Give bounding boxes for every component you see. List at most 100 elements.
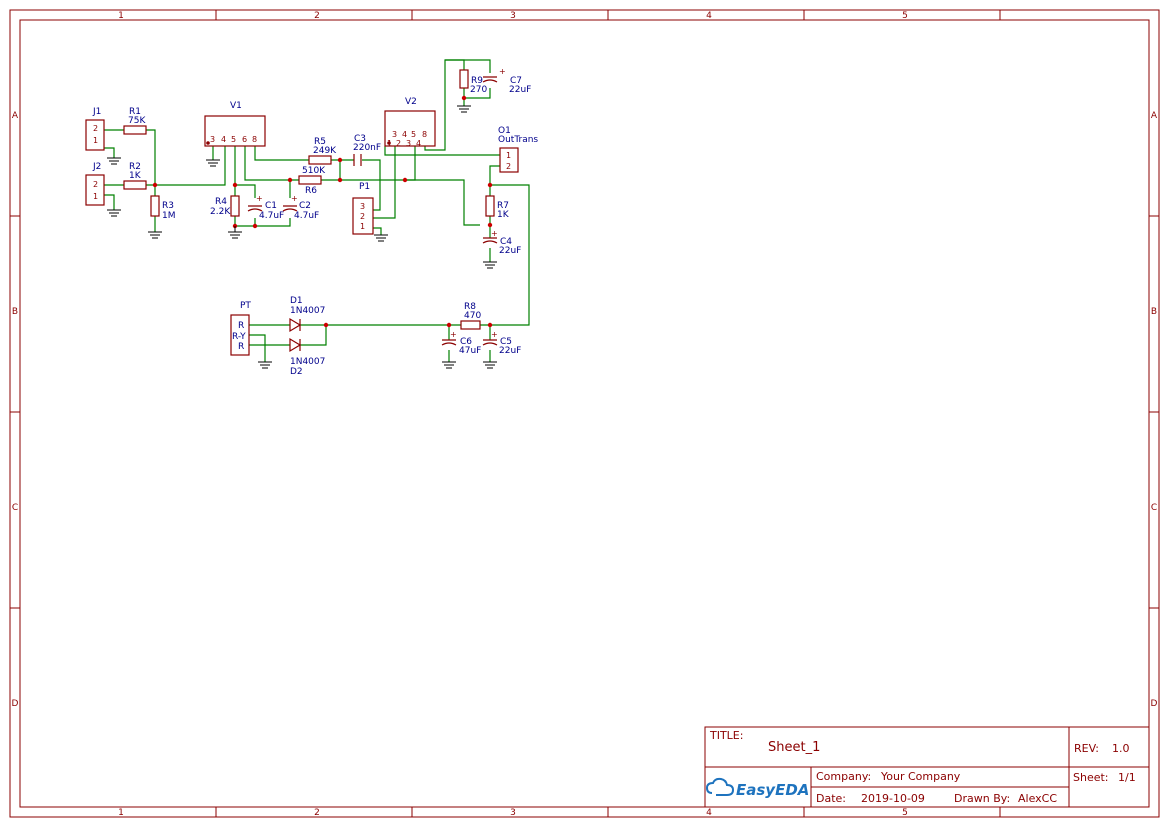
r6-value: 510K [302, 166, 326, 176]
o1-pin: 2 [506, 162, 511, 171]
j2-pin: 1 [93, 192, 98, 201]
r2-ref: R2 [129, 162, 141, 172]
c3-value: 220nF [353, 143, 381, 153]
capacitor-c1[interactable]: + C1 4.7uF [247, 194, 284, 221]
capacitor-c2[interactable]: + C2 4.7uF [282, 194, 319, 221]
cloud-icon [705, 777, 735, 796]
c6-value: 47uF [459, 346, 481, 356]
c1-polarity: + [256, 194, 263, 203]
resistor-r9[interactable]: R9 270 [459, 69, 487, 95]
c7-value: 22uF [509, 85, 531, 95]
junction-dot [152, 182, 158, 188]
p1-pin: 3 [360, 202, 365, 211]
resistor-r8[interactable]: R8 470 [460, 302, 481, 330]
capacitor-c7[interactable]: + C7 22uF [482, 67, 531, 95]
resistor-r7[interactable]: R7 1K [485, 195, 510, 220]
v2-pin: 2 [396, 139, 401, 148]
title-label: TITLE: [709, 729, 743, 742]
r9-ref: R9 [471, 76, 483, 86]
j1-ref: J1 [92, 107, 101, 117]
zone-col-2-top: 2 [314, 11, 320, 21]
pt-ref: PT [240, 301, 251, 311]
r8-ref: R8 [464, 302, 476, 312]
c4-value: 22uF [499, 246, 521, 256]
ground-icon [483, 261, 497, 269]
socket-v2[interactable]: V2 1 3 4 5 8 2 3 4 [384, 97, 436, 148]
p1-pin: 1 [360, 222, 365, 231]
junction-dot [461, 95, 467, 101]
c5-ref: C5 [500, 337, 512, 347]
pt-pin: R-Y [232, 332, 246, 342]
c7-ref: C7 [510, 76, 522, 86]
zone-col-1-bottom: 1 [118, 808, 124, 818]
zone-row-b-left: B [12, 307, 18, 317]
zone-col-4-bottom: 4 [706, 808, 712, 818]
pt-pin: R [238, 342, 244, 352]
company-label: Company: [816, 770, 871, 783]
zone-labels: 1 2 3 4 5 1 2 3 4 5 A B C D A B C D [12, 11, 1158, 818]
r7-value: 1K [497, 210, 510, 220]
v1-pin: 4 [221, 135, 226, 144]
zone-col-1-top: 1 [118, 11, 124, 21]
r3-ref: R3 [162, 201, 174, 211]
connector-pt[interactable]: PT R R-Y R [230, 301, 251, 356]
diode-d1[interactable]: D1 1N4007 [289, 296, 325, 333]
d1-ref: D1 [290, 296, 303, 306]
resistor-r6[interactable]: 510K R6 [298, 166, 326, 196]
r8-value: 470 [464, 311, 481, 321]
resistor-r5[interactable]: R5 249K [308, 137, 337, 165]
junction-dot [252, 223, 258, 229]
r4-value: 2.2K [210, 207, 231, 217]
zone-col-4-top: 4 [706, 11, 712, 21]
company-value: Your Company [880, 770, 961, 783]
r6-ref: R6 [305, 186, 317, 196]
connector-j2[interactable]: J2 2 1 [85, 162, 105, 206]
socket-v1[interactable]: V1 3 4 5 6 8 [204, 101, 266, 147]
ground-icon [148, 231, 162, 239]
capacitor-c4[interactable]: + C4 22uF [482, 229, 521, 256]
capacitor-c5[interactable]: + C5 22uF [482, 330, 521, 356]
ground-icon [107, 209, 121, 217]
c4-polarity: + [491, 229, 498, 238]
zone-row-b-right: B [1151, 307, 1157, 317]
pt-pin: R [238, 321, 244, 331]
capacitor-c6[interactable]: + C6 47uF [441, 330, 481, 356]
drawn-by-value: AlexCC [1018, 792, 1057, 805]
connector-j1[interactable]: J1 2 1 [85, 107, 105, 151]
zone-row-a-right: A [1151, 111, 1158, 121]
zone-row-c-left: C [12, 503, 18, 513]
zone-row-a-left: A [12, 111, 19, 121]
r5-value: 249K [313, 146, 337, 156]
connector-o1[interactable]: O1 OutTrans 1 2 [498, 126, 538, 173]
c5-polarity: + [491, 330, 498, 339]
zone-row-c-right: C [1151, 503, 1157, 513]
resistor-r1[interactable]: R1 75K [123, 107, 147, 135]
resistor-r2[interactable]: R2 1K [123, 162, 147, 190]
o1-ref: O1 [498, 126, 511, 136]
d1-value: 1N4007 [290, 306, 325, 316]
ground-symbols [107, 105, 497, 369]
v1-ref: V1 [230, 101, 242, 111]
easyeda-logo: EasyEDA [705, 777, 809, 799]
connector-p1[interactable]: P1 3 2 1 [352, 182, 374, 235]
junction-dot [337, 157, 343, 163]
v2-pin: 1 [387, 139, 392, 148]
title-value: Sheet_1 [768, 740, 820, 755]
v1-pin: 8 [252, 135, 257, 144]
r2-value: 1K [129, 171, 142, 181]
c2-polarity: + [291, 194, 298, 203]
sheet-label: Sheet: [1073, 771, 1109, 784]
resistor-r4[interactable]: R4 2.2K [210, 195, 240, 217]
capacitor-c3[interactable]: C3 220nF [353, 134, 381, 166]
diode-d2[interactable]: 1N4007 D2 [289, 337, 325, 377]
o1-value: OutTrans [498, 135, 538, 145]
r4-ref: R4 [215, 197, 227, 207]
resistor-r3[interactable]: R3 1M [150, 195, 176, 221]
r7-ref: R7 [497, 201, 509, 211]
zone-col-3-top: 3 [510, 11, 516, 21]
v2-ref: V2 [405, 97, 417, 107]
zone-col-3-bottom: 3 [510, 808, 516, 818]
ground-icon [442, 361, 456, 369]
c4-ref: C4 [500, 237, 512, 247]
c2-ref: C2 [299, 201, 311, 211]
